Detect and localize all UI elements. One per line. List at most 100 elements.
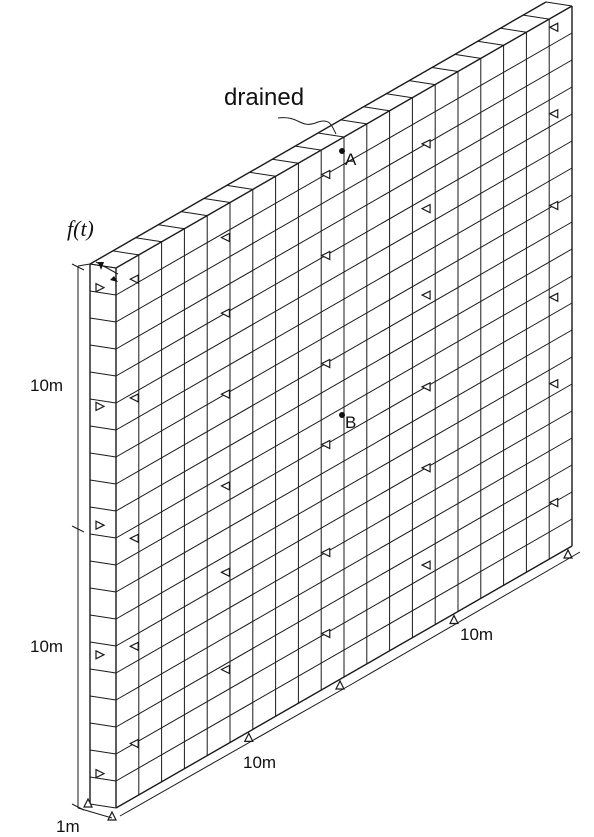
side-cross-line bbox=[89, 317, 117, 323]
side-cross-line bbox=[89, 560, 117, 566]
support-icon bbox=[128, 738, 139, 749]
top-cross-line bbox=[431, 67, 459, 72]
support-icon bbox=[320, 358, 331, 369]
side-cross-line bbox=[89, 749, 117, 755]
support-icon bbox=[220, 232, 231, 243]
support-icon bbox=[128, 392, 139, 403]
mesh-horizontal-line bbox=[115, 59, 573, 323]
support-icon bbox=[420, 381, 431, 392]
support-icon bbox=[128, 533, 139, 544]
height-extension-top bbox=[77, 263, 91, 267]
top-cross-line bbox=[500, 27, 527, 33]
top-cross-line bbox=[203, 198, 231, 203]
point-a-icon bbox=[339, 148, 345, 154]
height-upper-label: 10m bbox=[30, 376, 63, 395]
support-icon bbox=[320, 628, 331, 639]
support-icon bbox=[107, 810, 117, 821]
support-icon bbox=[83, 797, 93, 808]
top-cross-line bbox=[477, 40, 504, 46]
side-cross-line bbox=[89, 344, 117, 350]
support-icon bbox=[95, 520, 106, 531]
support-icon bbox=[420, 560, 431, 571]
support-icon bbox=[220, 308, 231, 319]
side-cross-line bbox=[89, 398, 117, 404]
point-a-label: A bbox=[345, 150, 357, 169]
side-cross-line bbox=[89, 533, 117, 539]
mesh-horizontal-line bbox=[115, 545, 573, 809]
support-icon bbox=[95, 401, 106, 412]
height-tick-top bbox=[71, 263, 85, 271]
mesh-horizontal-line bbox=[115, 518, 573, 782]
mesh-horizontal-line bbox=[115, 383, 573, 647]
support-icon bbox=[548, 378, 559, 389]
top-cross-line bbox=[409, 80, 436, 86]
mesh-horizontal-line bbox=[115, 140, 573, 404]
point-b-icon bbox=[339, 412, 345, 418]
support-icon bbox=[548, 292, 559, 303]
top-cross-line bbox=[340, 119, 367, 125]
width-back-label: 10m bbox=[460, 625, 493, 644]
side-face-mesh bbox=[89, 263, 117, 809]
side-cross-line bbox=[89, 479, 117, 485]
top-cross-line bbox=[545, 1, 573, 7]
width-front-dimension-line bbox=[119, 683, 353, 817]
mesh-horizontal-line bbox=[115, 275, 573, 539]
top-cross-line bbox=[363, 106, 390, 112]
support-icon bbox=[449, 614, 459, 625]
top-cross-line bbox=[386, 93, 413, 99]
support-icon bbox=[95, 282, 106, 293]
top-cross-line bbox=[135, 237, 162, 243]
support-icon bbox=[128, 274, 139, 285]
support-icon bbox=[420, 462, 431, 473]
mesh-horizontal-line bbox=[115, 329, 573, 593]
mesh-horizontal-line bbox=[115, 491, 573, 755]
support-icon bbox=[243, 732, 254, 742]
thickness-dimension-line bbox=[77, 807, 113, 819]
support-icon bbox=[95, 768, 106, 779]
mesh-horizontal-line bbox=[115, 194, 573, 458]
side-cross-line bbox=[89, 614, 117, 620]
support-icon bbox=[220, 567, 231, 578]
side-cross-line bbox=[89, 371, 117, 377]
top-cross-line bbox=[523, 14, 550, 20]
mesh-horizontal-line bbox=[115, 410, 573, 674]
dimension-lines bbox=[71, 117, 581, 819]
side-cross-line bbox=[89, 668, 117, 674]
mesh-horizontal-line bbox=[115, 86, 573, 350]
point-b-label: B bbox=[345, 413, 356, 432]
support-icon bbox=[335, 679, 345, 690]
drained-label: drained bbox=[224, 84, 304, 111]
support-icon bbox=[420, 203, 431, 214]
mesh-horizontal-line bbox=[115, 302, 573, 566]
support-icon bbox=[320, 250, 331, 261]
side-cross-line bbox=[89, 695, 117, 701]
support-icon bbox=[95, 649, 106, 660]
mesh-horizontal-line bbox=[115, 464, 573, 728]
mesh-horizontal-line bbox=[115, 167, 573, 431]
side-cross-line bbox=[89, 803, 117, 809]
support-icon bbox=[548, 497, 559, 508]
top-cross-line bbox=[181, 211, 208, 217]
mesh-horizontal-line bbox=[115, 437, 573, 701]
width-back-dimension-line bbox=[351, 551, 581, 685]
support-icon bbox=[420, 290, 431, 301]
mesh-horizontal-line bbox=[115, 248, 573, 512]
thickness-label: 1m bbox=[56, 817, 80, 836]
height-tick-mid bbox=[71, 525, 85, 533]
support-icon bbox=[220, 389, 231, 400]
top-cross-line bbox=[454, 53, 481, 59]
support-icon bbox=[420, 138, 431, 149]
mesh-horizontal-line bbox=[115, 356, 573, 620]
support-icon bbox=[128, 641, 139, 652]
load-arrow-icon bbox=[98, 262, 104, 270]
support-icon bbox=[548, 108, 559, 119]
load-label: f(t) bbox=[67, 216, 94, 241]
mesh-horizontal-line bbox=[115, 32, 573, 296]
mesh-horizontal-line bbox=[115, 113, 573, 377]
top-cross-line bbox=[226, 184, 253, 190]
supports-group bbox=[83, 22, 573, 821]
top-cross-line bbox=[158, 224, 185, 230]
top-face-mesh bbox=[89, 1, 573, 269]
load-arrow-head-icon bbox=[110, 276, 118, 282]
